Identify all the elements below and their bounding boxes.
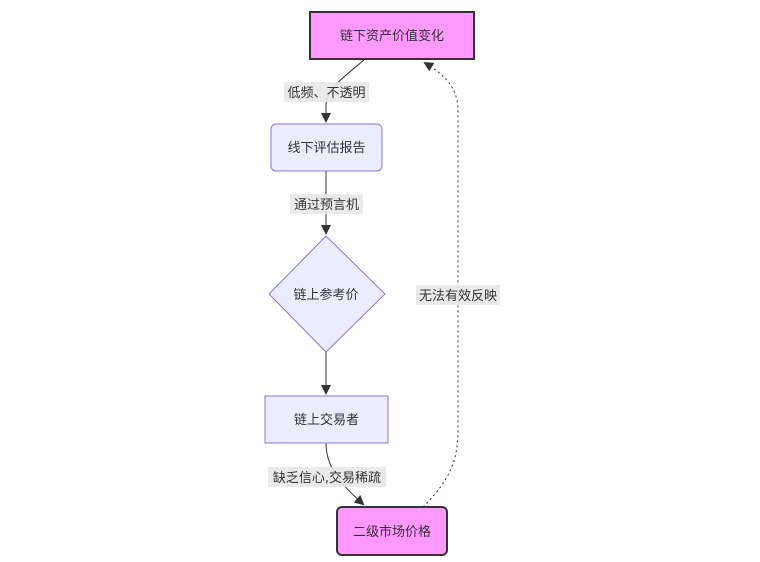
edge-label-text: 无法有效反映 <box>419 289 497 304</box>
node-offline-valuation-report[interactable]: 线下评估报告 <box>270 123 383 172</box>
node-secondary-market-price[interactable]: 二级市场价格 <box>336 506 448 556</box>
node-offchain-asset-value-change[interactable]: 链下资产价值变化 <box>309 11 475 60</box>
node-label: 链下资产价值变化 <box>340 28 444 44</box>
node-label: 二级市场价格 <box>353 524 431 540</box>
node-label: 链上交易者 <box>294 412 359 428</box>
node-onchain-traders[interactable]: 链上交易者 <box>264 395 389 444</box>
edge-label-text: 低频、不透明 <box>287 86 365 101</box>
edge-label-text: 通过预言机 <box>294 198 359 213</box>
edge-label-traders-to-secondary: 缺乏信心,交易稀疏 <box>268 467 386 487</box>
edge-label-offchain-to-report: 低频、不透明 <box>284 82 369 102</box>
edge-label-report-to-refprice: 通过预言机 <box>290 194 363 214</box>
edge-label-text: 缺乏信心,交易稀疏 <box>273 470 381 486</box>
node-onchain-reference-price[interactable]: 链上参考价 <box>268 235 386 353</box>
edge-label-secondary-to-offchain: 无法有效反映 <box>416 285 500 305</box>
node-label: 链上参考价 <box>293 287 358 303</box>
node-label: 线下评估报告 <box>287 141 365 156</box>
